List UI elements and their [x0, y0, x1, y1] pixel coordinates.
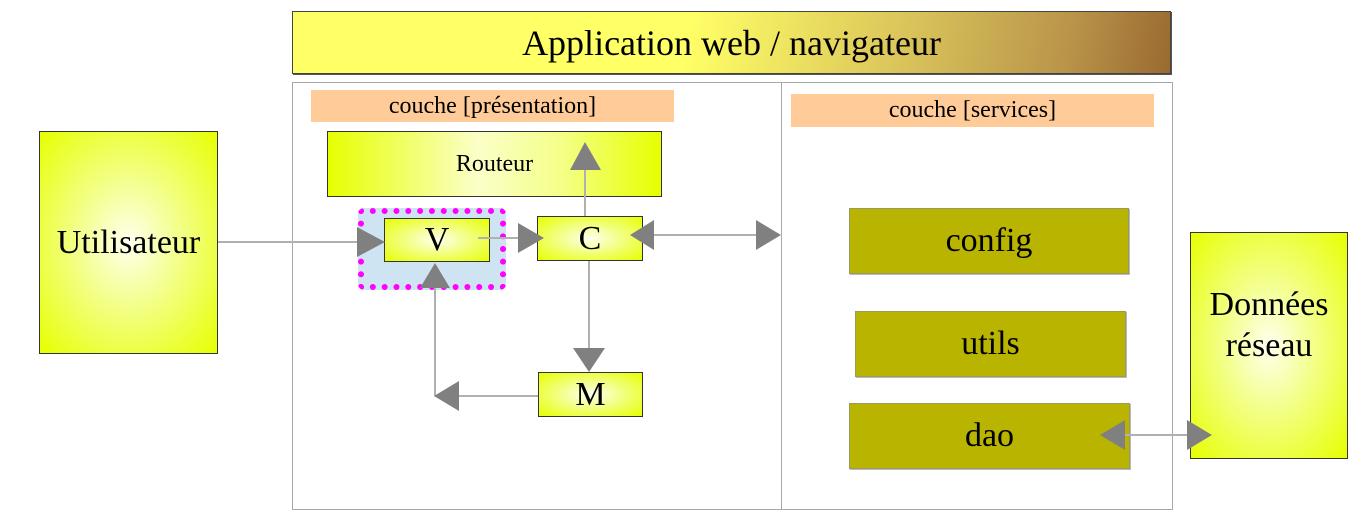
app-title-banner: Application web / navigateur	[292, 11, 1171, 74]
router-label: Routeur	[455, 150, 534, 177]
service-dao-box: dao	[849, 403, 1130, 469]
services-layer-label: couche [services]	[791, 94, 1154, 127]
controller-box: C	[537, 216, 643, 261]
user-label: Utilisateur	[56, 223, 201, 261]
model-box: M	[538, 372, 643, 417]
network-data-label: Données réseau	[1209, 285, 1329, 364]
view-label: V	[424, 221, 450, 258]
presentation-layer-label: couche [présentation]	[311, 90, 674, 122]
service-utils-label: utils	[961, 325, 1020, 362]
app-title: Application web / navigateur	[522, 22, 941, 63]
controller-label: C	[578, 219, 602, 257]
user-box: Utilisateur	[39, 131, 218, 354]
view-box: V	[384, 218, 490, 262]
router-box: Routeur	[327, 131, 662, 197]
service-dao-label: dao	[964, 417, 1015, 454]
model-label: M	[575, 375, 606, 413]
service-utils-box: utils	[855, 311, 1126, 377]
network-data-box: Données réseau	[1190, 232, 1348, 459]
presentation-layer-label-text: couche [présentation]	[388, 92, 597, 119]
service-config-label: config	[945, 222, 1033, 259]
services-layer-label-text: couche [services]	[888, 97, 1057, 123]
services-layer-frame	[781, 82, 1173, 510]
service-config-box: config	[849, 208, 1129, 274]
